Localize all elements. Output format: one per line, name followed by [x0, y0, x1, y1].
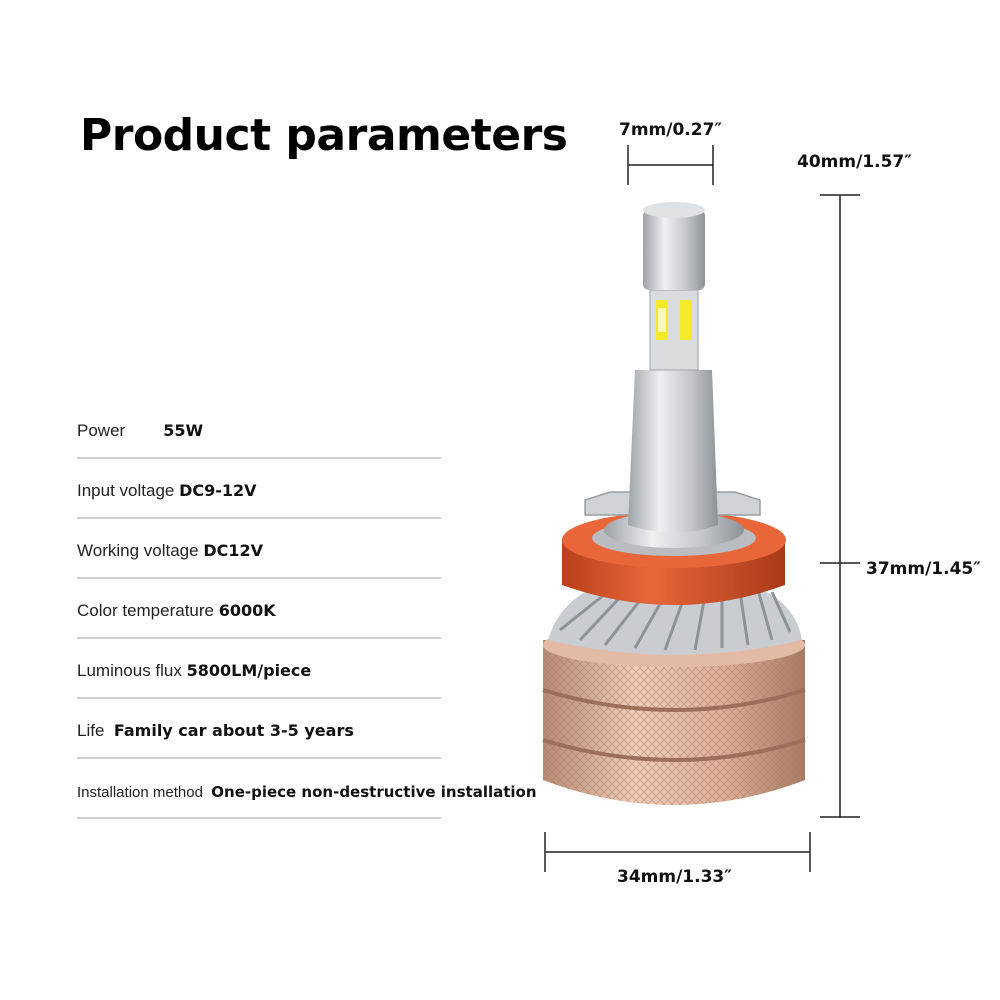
spec-row-luminous-flux: Luminous flux 5800LM/piece [77, 637, 441, 699]
spec-label: Working voltage [77, 541, 199, 560]
dim-total-height: 40mm/1.57″ [797, 152, 912, 172]
spec-value: 5800LM/piece [186, 661, 312, 680]
spec-label: Color temperature [77, 601, 215, 620]
dim-height-line [820, 194, 860, 818]
spec-value: 6000K [218, 601, 276, 620]
dim-base-width: 34mm/1.33″ [617, 867, 732, 887]
spec-value: DC12V [203, 541, 263, 560]
spec-label: Luminous flux [77, 661, 182, 680]
spec-label: Input voltage [77, 481, 175, 500]
spec-value: Family car about 3-5 years [113, 721, 354, 740]
spec-row-installation-method: Installation method One-piece non-destru… [77, 757, 537, 819]
dim-body-height: 37mm/1.45″ [866, 559, 981, 579]
spec-label: Installation method [77, 784, 203, 801]
bulb-neck [628, 370, 718, 533]
knurled-base [542, 623, 806, 805]
bulb-cap [643, 202, 705, 290]
page-title: Product parameters [80, 110, 568, 161]
dim-top-width: 7mm/0.27″ [619, 120, 723, 140]
dim-base-width-line [544, 832, 811, 872]
spec-value: 55W [163, 421, 204, 440]
spec-label: Power [77, 421, 126, 440]
spec-row-life: Life Family car about 3-5 years [77, 697, 441, 759]
spec-row-input-voltage: Input voltage DC9-12V [77, 457, 441, 519]
led-chips [649, 289, 699, 371]
dim-top-width-line [627, 145, 714, 185]
spec-row-working-voltage: Working voltage DC12V [77, 517, 441, 579]
spec-row-power: Power 55W [77, 397, 441, 459]
spec-value: One-piece non-destructive installation [211, 783, 537, 801]
spec-row-color-temperature: Color temperature 6000K [77, 577, 441, 639]
spec-label: Life [77, 721, 105, 740]
heatsink-fins [548, 585, 802, 655]
spec-value: DC9-12V [179, 481, 257, 500]
